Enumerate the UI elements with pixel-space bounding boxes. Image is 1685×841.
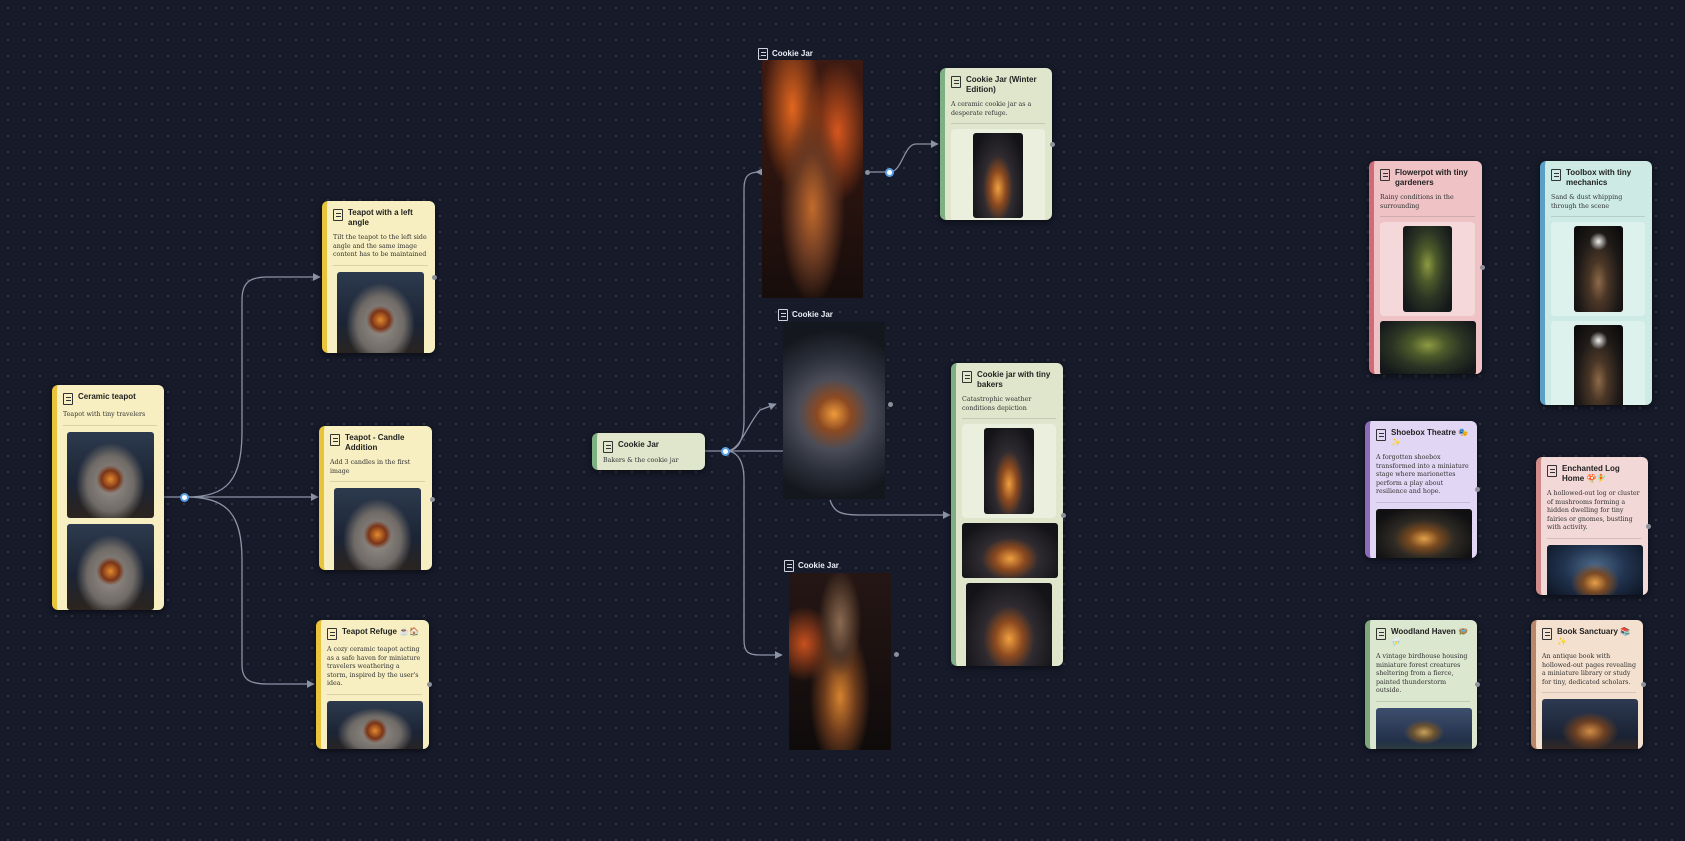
card-cookie-bakers[interactable]: Cookie jar with tiny bakers Catastrophic… <box>951 363 1063 666</box>
card-title: Shoebox Theatre 🎭✨ <box>1391 428 1469 447</box>
connector-handle[interactable] <box>432 275 437 280</box>
connector-handle[interactable] <box>865 170 870 175</box>
card-description: A hollowed-out log or cluster of mushroo… <box>1547 490 1641 539</box>
card-title: Toolbox with tiny mechanics <box>1566 168 1632 187</box>
document-icon <box>603 441 613 453</box>
card-title: Cookie jar with tiny bakers <box>977 370 1051 389</box>
card-shoebox[interactable]: Shoebox Theatre 🎭✨ A forgotten shoebox t… <box>1365 421 1477 558</box>
image-cookie-jar-middle[interactable] <box>783 322 885 499</box>
card-image[interactable] <box>1573 325 1623 405</box>
card-image[interactable] <box>966 583 1052 666</box>
document-icon <box>330 434 340 446</box>
connector-handle[interactable] <box>1475 682 1480 687</box>
connector-handle[interactable] <box>894 652 899 657</box>
card-flowerpot[interactable]: Flowerpot with tiny gardeners Rainy cond… <box>1369 161 1482 374</box>
card-image[interactable] <box>973 133 1023 218</box>
image-cookie-jar-bottom[interactable] <box>789 573 891 750</box>
card-ceramic-teapot[interactable]: Ceramic teapot Teapot with tiny traveler… <box>52 385 164 610</box>
card-image[interactable] <box>337 271 424 353</box>
card-image[interactable] <box>327 700 423 749</box>
document-icon <box>63 393 73 405</box>
card-toolbox[interactable]: Toolbox with tiny mechanics Sand & dust … <box>1540 161 1652 405</box>
card-description: Bakers & the cookie jar <box>603 457 679 464</box>
connector-handle[interactable] <box>888 402 893 407</box>
card-title: Cookie Jar (Winter Edition) <box>966 75 1037 94</box>
card-description: Catastrophic weather conditions depictio… <box>962 396 1056 419</box>
image-label-cookie-jar-bottom: Cookie Jar <box>784 559 839 572</box>
image-frame <box>1551 321 1645 405</box>
document-icon <box>1380 169 1390 181</box>
card-image[interactable] <box>1573 226 1623 312</box>
document-icon <box>778 309 788 321</box>
card-image[interactable] <box>1380 321 1476 374</box>
image-label-cookie-jar-top: Cookie Jar <box>758 47 813 60</box>
card-title: Book Sanctuary 📚✨ <box>1557 627 1631 646</box>
document-icon <box>333 209 343 221</box>
card-title: Woodland Haven 🪺⛈️ <box>1391 627 1468 646</box>
document-icon <box>1547 465 1557 477</box>
card-description: Teapot with tiny travelers <box>63 411 157 426</box>
card-teapot-refuge[interactable]: Teapot Refuge ☕🏠 A cozy ceramic teapot a… <box>316 620 429 749</box>
document-icon <box>758 48 768 60</box>
card-teapot-candle[interactable]: Teapot - Candle Addition Add 3 candles i… <box>319 426 432 570</box>
card-image[interactable] <box>1547 544 1643 595</box>
document-icon <box>1551 169 1561 181</box>
output-port[interactable] <box>721 447 730 456</box>
card-image[interactable] <box>66 431 154 518</box>
connector-handle[interactable] <box>1061 513 1066 518</box>
output-port[interactable] <box>885 168 894 177</box>
card-cookie-jar[interactable]: Cookie Jar Bakers & the cookie jar <box>592 433 705 470</box>
image-frame <box>951 129 1045 220</box>
card-image[interactable] <box>1403 226 1452 312</box>
card-title: Teapot with a left angle <box>348 208 413 227</box>
image-frame <box>1380 222 1475 316</box>
connector-handle[interactable] <box>1475 487 1480 492</box>
card-description: An antique book with hollowed-out pages … <box>1542 653 1636 693</box>
card-description: Tilt the teapot to the left side angle a… <box>333 234 428 266</box>
image-label-cookie-jar-middle: Cookie Jar <box>778 308 833 321</box>
image-frame <box>1551 222 1645 316</box>
document-icon <box>1376 628 1386 640</box>
card-image[interactable] <box>1376 707 1472 749</box>
document-icon <box>784 560 794 572</box>
card-title: Teapot Refuge ☕🏠 <box>342 627 420 636</box>
connector-handle[interactable] <box>427 682 432 687</box>
connector-handle[interactable] <box>1646 524 1651 529</box>
card-title: Teapot - Candle Addition <box>345 433 405 452</box>
image-cookie-jar-top[interactable] <box>762 60 863 298</box>
card-cookie-winter[interactable]: Cookie Jar (Winter Edition) A ceramic co… <box>940 68 1052 220</box>
card-description: A cozy ceramic teapot acting as a safe h… <box>327 646 422 695</box>
document-icon <box>962 371 972 383</box>
output-port[interactable] <box>180 493 189 502</box>
document-icon <box>1542 628 1552 640</box>
card-image[interactable] <box>334 488 421 570</box>
image-frame <box>962 424 1056 518</box>
card-description: Rainy conditions in the surrounding <box>1380 194 1475 217</box>
connector-handle[interactable] <box>1641 682 1646 687</box>
card-description: Sand & dust whipping through the scene <box>1551 194 1645 217</box>
card-image[interactable] <box>962 523 1058 578</box>
document-icon <box>951 76 961 88</box>
card-title: Flowerpot with tiny gardeners <box>1395 168 1468 187</box>
card-title: Cookie Jar <box>618 440 659 449</box>
card-image[interactable] <box>1376 508 1472 558</box>
card-description: Add 3 candles in the first image <box>330 459 425 482</box>
card-book[interactable]: Book Sanctuary 📚✨ An antique book with h… <box>1531 620 1643 749</box>
card-image[interactable] <box>984 428 1034 514</box>
connector-handle[interactable] <box>430 497 435 502</box>
card-image[interactable] <box>66 523 154 610</box>
card-teapot-left-angle[interactable]: Teapot with a left angle Tilt the teapot… <box>322 201 435 353</box>
card-log-home[interactable]: Enchanted Log Home 🍄🧚 A hollowed-out log… <box>1536 457 1648 595</box>
card-title: Ceramic teapot <box>78 392 136 401</box>
document-icon <box>327 628 337 640</box>
card-image[interactable] <box>1542 699 1638 749</box>
card-description: A vintage birdhouse housing miniature fo… <box>1376 653 1470 702</box>
card-woodland[interactable]: Woodland Haven 🪺⛈️ A vintage birdhouse h… <box>1365 620 1477 749</box>
connector-handle[interactable] <box>1480 265 1485 270</box>
connector-handle[interactable] <box>1050 142 1055 147</box>
card-description: A forgotten shoebox transformed into a m… <box>1376 454 1470 503</box>
card-description: A ceramic cookie jar as a desperate refu… <box>951 101 1045 124</box>
card-title: Enchanted Log Home 🍄🧚 <box>1562 464 1620 483</box>
document-icon <box>1376 429 1386 441</box>
